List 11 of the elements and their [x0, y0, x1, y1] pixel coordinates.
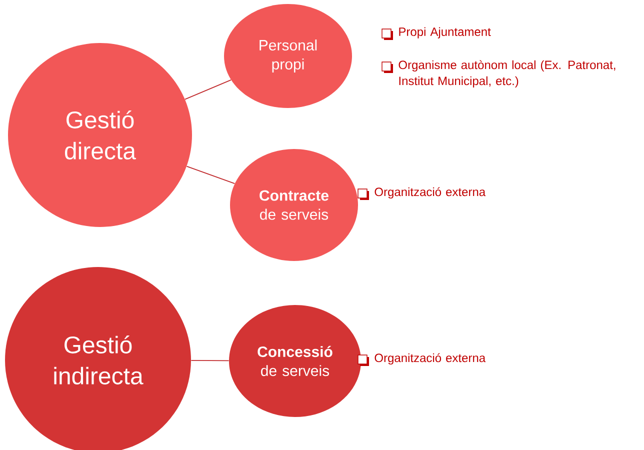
connector-line	[186, 166, 236, 184]
circle-node: Gestió directa	[8, 43, 192, 227]
list-item: Organització externa	[374, 187, 486, 199]
list-item: Organisme autònom local (Ex. Patronat, Institut Municipal, etc.)	[398, 60, 616, 88]
list-item: Organització externa	[374, 353, 486, 365]
connector-line	[184, 80, 232, 100]
circle-node: Concessió de serveis	[229, 305, 361, 417]
list-item: Propi Ajuntament	[399, 27, 491, 38]
circle-node: Contracte de serveis	[230, 149, 358, 261]
circle-node: Personal propi	[224, 4, 352, 108]
connector-line	[190, 360, 230, 362]
